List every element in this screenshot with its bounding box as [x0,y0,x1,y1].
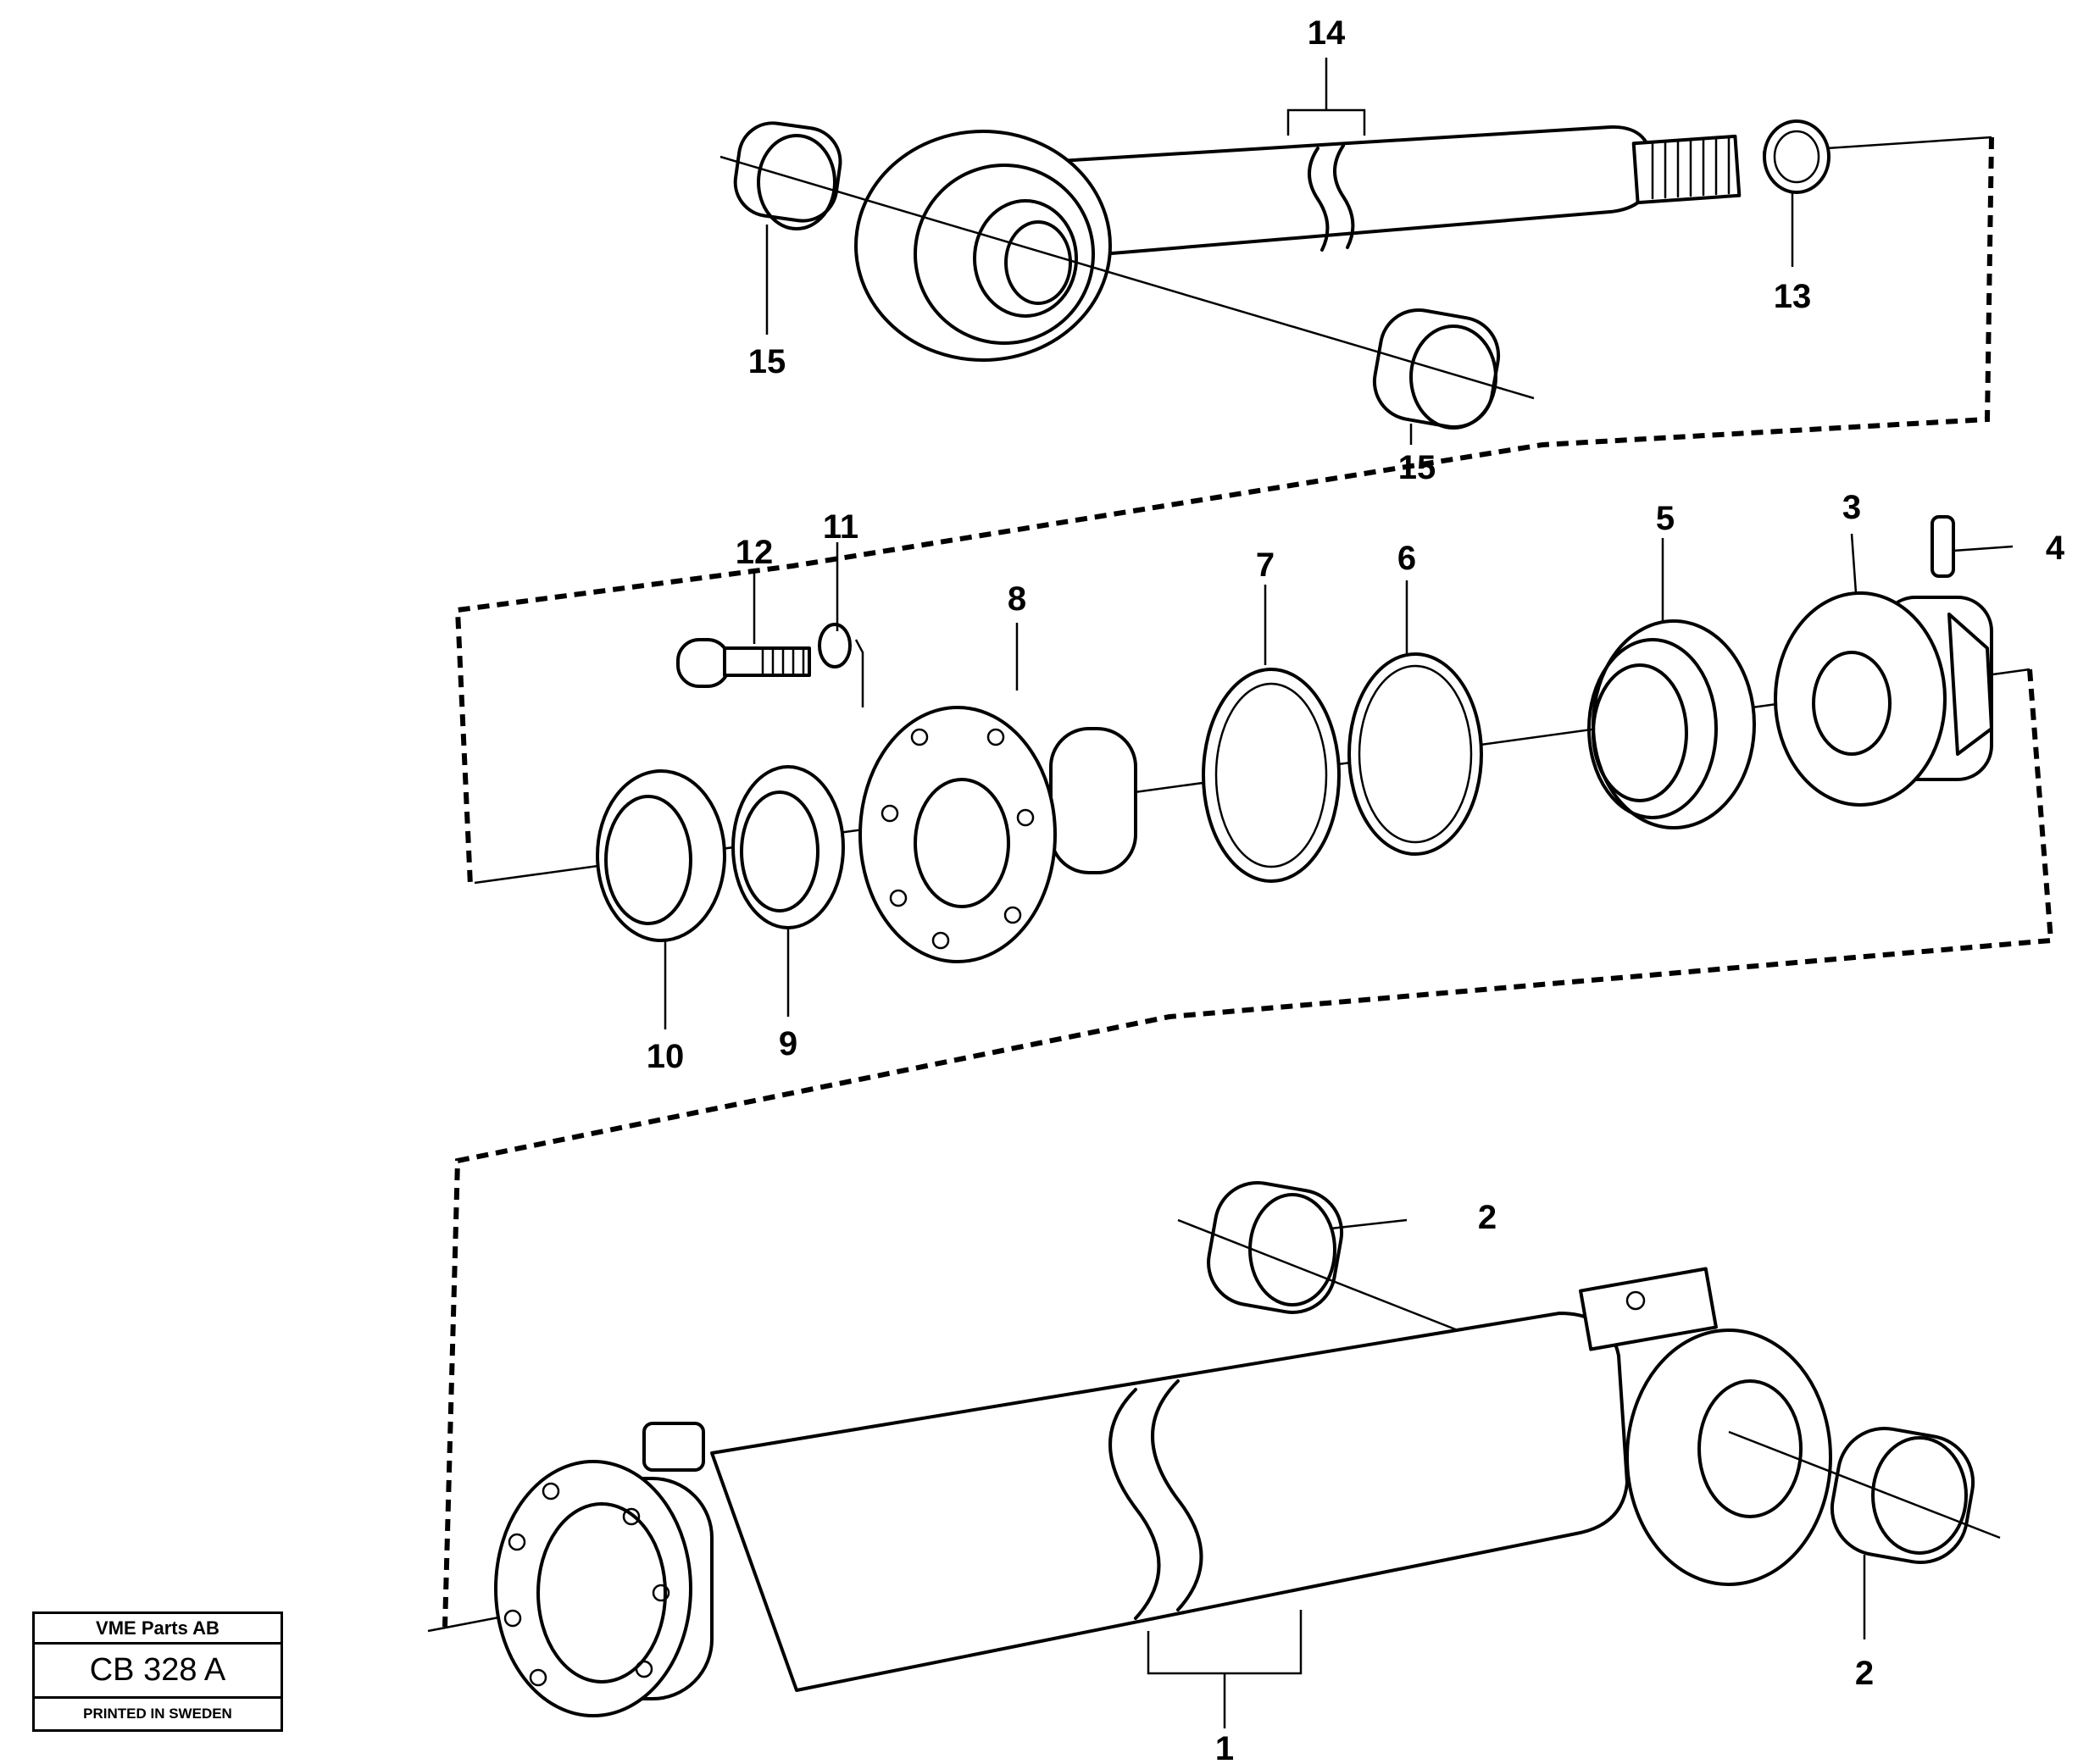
label-part-15a: 15 [748,343,786,380]
label-part-8: 8 [1008,580,1026,618]
label-part-5: 5 [1656,500,1675,537]
seal-ring-9 [731,765,845,929]
piston-rod-group [454,58,1994,886]
bushing-2-top [1207,1180,1344,1314]
cylinder-tube [710,1312,1629,1692]
stamp-company: VME Parts AB [35,1614,281,1645]
label-part-14: 14 [1308,14,1346,52]
label-part-2b: 2 [1855,1655,1874,1692]
cylinder-front-flange [494,1422,714,1717]
connector-frame-top [454,136,1994,886]
label-part-10: 10 [647,1038,685,1075]
stamp-code: CB 328 A [35,1645,281,1699]
label-part-2a: 2 [1478,1199,1497,1236]
title-stamp: VME Parts AB CB 328 A PRINTED IN SWEDEN [32,1611,283,1732]
bushing-15-left [733,121,842,230]
piston-3 [1774,591,1993,807]
label-part-4: 4 [2046,530,2065,567]
stamp-printed: PRINTED IN SWEDEN [83,1706,232,1722]
connector-frame-middle [442,668,2054,1628]
piston-seal-5 [1587,619,1756,829]
lock-pin-4 [1931,515,1955,578]
o-ring-6 [1347,652,1483,856]
seal-kit-group [442,515,2054,1628]
label-part-7: 7 [1256,546,1275,584]
cylinder-rear-eye [1579,1267,1832,1586]
label-part-11: 11 [823,508,858,546]
label-part-9: 9 [779,1025,797,1062]
label-part-3: 3 [1842,489,1861,526]
screw-12 [676,638,811,688]
cylinder-head-8 [858,706,1137,963]
seal-ring-10 [596,769,726,942]
label-part-12: 12 [736,534,774,571]
label-part-15b: 15 [1398,449,1436,486]
o-ring-7 [1202,668,1341,883]
piston-rod [1058,125,1654,256]
label-part-1: 1 [1215,1730,1234,1764]
bushing-2-right [1830,1426,1975,1565]
label-part-13: 13 [1774,278,1812,315]
cylinder-tube-group [427,1180,2001,1728]
washer-11 [818,623,852,668]
label-part-6: 6 [1397,540,1416,577]
